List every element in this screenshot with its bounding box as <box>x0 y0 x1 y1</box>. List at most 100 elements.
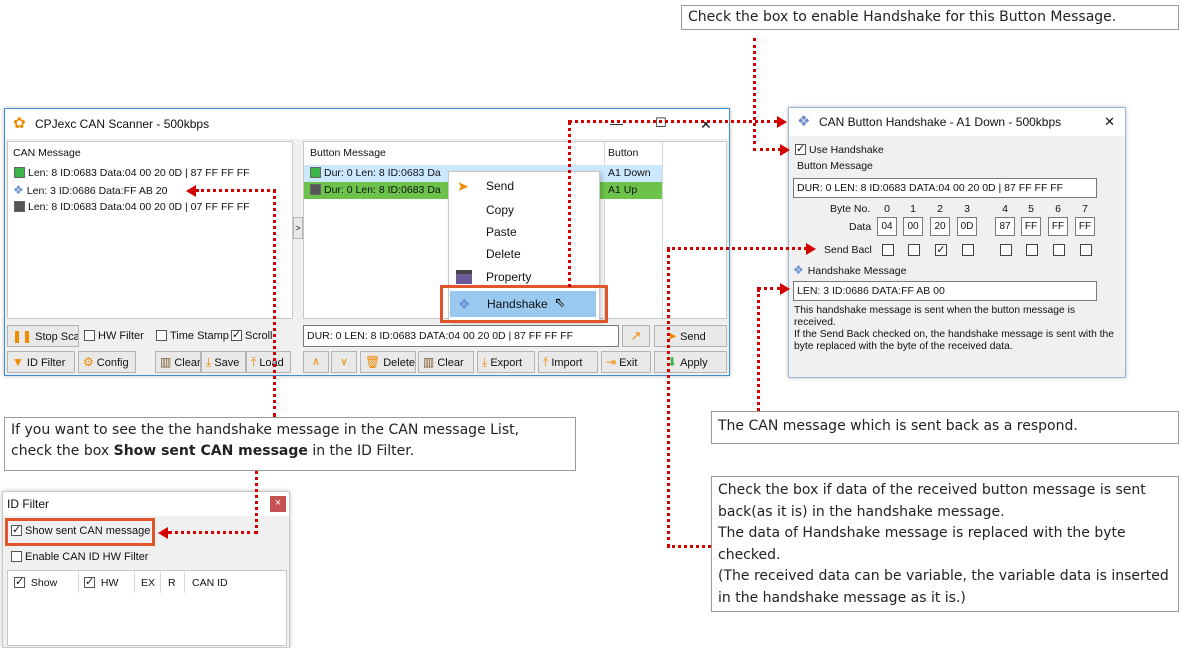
minimize-icon[interactable]: — <box>610 116 623 131</box>
data-byte-field[interactable]: FF <box>1075 217 1095 236</box>
stop-scan-button[interactable]: ❚❚Stop Scan <box>7 325 79 347</box>
clear-button[interactable]: ▥Clear <box>155 351 201 373</box>
connector-line <box>568 122 571 287</box>
enable-hw-filter-checkbox[interactable]: Enable CAN ID HW Filter <box>11 551 148 563</box>
use-handshake-checkbox[interactable]: Use Handshake <box>795 142 884 156</box>
config-button[interactable]: ⚙Config <box>78 351 136 373</box>
delete-button[interactable]: 🗑Delete <box>360 351 416 373</box>
callout-enable-handshake: Check the box to enable Handshake for th… <box>681 5 1179 30</box>
send-icon: ➤ <box>457 178 469 194</box>
save-button[interactable]: ⤓Save <box>201 351 246 373</box>
data-byte-field[interactable]: 87 <box>995 217 1015 236</box>
connector-arrow <box>780 283 790 295</box>
data-byte-field[interactable]: 0D <box>957 217 977 236</box>
curved-arrow-icon: ↗ <box>630 328 642 343</box>
send-back-checkbox[interactable] <box>962 244 974 256</box>
mouse-cursor-icon: ⇖ <box>554 294 566 310</box>
handshake-titlebar: ❖ CAN Button Handshake - A1 Down - 500kb… <box>789 108 1125 136</box>
handshake-message-field[interactable]: LEN: 3 ID:0686 DATA:FF AB 00 <box>793 281 1097 301</box>
hw-filter-checkbox[interactable]: HW Filter <box>84 330 144 342</box>
connector-line <box>168 531 258 534</box>
chevron-up-icon: ∧ <box>311 356 321 368</box>
connector-line <box>757 287 781 290</box>
clear-list-button[interactable]: ▥Clear <box>418 351 474 373</box>
exit-button[interactable]: ⇥Exit <box>601 351 651 373</box>
data-byte-field[interactable]: FF <box>1048 217 1068 236</box>
export-button[interactable]: ⤓Export <box>477 351 535 373</box>
menu-item-property[interactable]: Property <box>449 266 599 288</box>
byte-no-label: Byte No. <box>830 203 871 215</box>
download-icon: ⤓ <box>206 355 212 369</box>
load-button[interactable]: ⤒Load <box>246 351 291 373</box>
id-filter-table[interactable]: Show HW EX R CAN ID <box>7 570 287 646</box>
move-up-button[interactable]: ↗ <box>622 325 650 347</box>
send-back-checkbox[interactable] <box>1026 244 1038 256</box>
connector-line <box>568 120 778 123</box>
download-icon: ⤓ <box>482 355 488 369</box>
import-button[interactable]: ⤒Import <box>538 351 598 373</box>
menu-item-paste[interactable]: Paste <box>486 225 517 239</box>
can-message-list[interactable]: CAN Message Len: 8 ID:0683 Data:04 00 20… <box>7 141 293 319</box>
data-byte-field[interactable]: 04 <box>877 217 897 236</box>
apply-button[interactable]: ⬇Apply <box>654 351 727 373</box>
show-sent-frame <box>5 518 155 546</box>
column-show: Show <box>14 575 57 589</box>
scroll-checkbox[interactable]: Scroll <box>231 328 273 342</box>
button-message-field: DUR: 0 LEN: 8 ID:0683 DATA:04 00 20 0D |… <box>793 178 1097 198</box>
callout-id-filter-hint: If you want to see the the handshake mes… <box>4 417 576 471</box>
column-r: R <box>168 577 176 589</box>
collapse-handle[interactable]: > <box>293 217 303 239</box>
handshake-description: This handshake message is sent when the … <box>794 305 1114 352</box>
show-sent-checkbox[interactable]: Show sent CAN message <box>11 523 150 537</box>
data-byte-field[interactable]: FF <box>1021 217 1041 236</box>
down-button[interactable]: ∨ <box>331 351 357 373</box>
apply-icon: ⬇ <box>667 355 678 369</box>
handshake-dialog: ❖ CAN Button Handshake - A1 Down - 500kb… <box>788 107 1126 378</box>
column-hw: HW <box>84 575 118 589</box>
status-square-icon <box>310 167 321 178</box>
byte-number: 5 <box>1028 203 1034 215</box>
send-button[interactable]: ➤Send <box>654 325 727 347</box>
connector-line <box>757 289 760 411</box>
up-button[interactable]: ∧ <box>303 351 329 373</box>
pause-icon: ❚❚ <box>12 329 33 343</box>
close-icon[interactable]: ✕ <box>700 116 712 132</box>
time-stamp-checkbox[interactable]: Time Stamp <box>156 330 229 342</box>
send-back-checkbox[interactable] <box>908 244 920 256</box>
menu-item-handshake[interactable]: ❖Handshake ⇖ <box>450 291 596 317</box>
connector-line <box>273 189 276 417</box>
close-icon[interactable]: × <box>270 496 286 512</box>
id-filter-button[interactable]: ▼ID Filter <box>7 351 75 373</box>
data-byte-field[interactable]: 20 <box>930 217 950 236</box>
send-back-checkbox[interactable] <box>882 244 894 256</box>
connector-arrow <box>158 527 168 539</box>
filter-icon: ▼ <box>12 355 24 369</box>
list-item[interactable]: ❖Len: 3 ID:0686 Data:FF AB 20 <box>13 183 168 197</box>
list-item[interactable]: Len: 8 ID:0683 Data:04 00 20 0D | 07 FF … <box>8 199 292 216</box>
send-back-checkbox[interactable]: ✓ <box>935 244 947 256</box>
close-icon[interactable]: ✕ <box>1104 114 1115 129</box>
send-back-checkbox[interactable] <box>1000 244 1012 256</box>
gears-icon: ⚙ <box>83 355 94 369</box>
column-ex: EX <box>141 577 156 589</box>
can-scanner-window: ✿ CPJexc CAN Scanner - 500kbps — ☐ ✕ CAN… <box>4 108 730 376</box>
menu-item-send[interactable]: ➤Send <box>449 175 599 197</box>
send-message-field[interactable]: DUR: 0 LEN: 8 ID:0683 DATA:04 00 20 0D |… <box>303 325 619 347</box>
maximize-icon[interactable]: ☐ <box>655 115 667 130</box>
button-message-list[interactable]: Button Message Button Dur: 0 Len: 8 ID:0… <box>303 141 727 320</box>
upload-icon: ⤒ <box>543 355 549 369</box>
connector-line <box>667 247 807 250</box>
handshake-highlight-frame <box>440 285 608 323</box>
broom-icon: ▥ <box>160 355 172 369</box>
menu-item-delete[interactable]: Delete <box>486 247 521 261</box>
handshake-icon: ❖ <box>13 183 24 197</box>
byte-number: 7 <box>1082 203 1088 215</box>
data-byte-field[interactable]: 00 <box>903 217 923 236</box>
send-back-checkbox[interactable] <box>1080 244 1092 256</box>
send-back-checkbox[interactable] <box>1053 244 1065 256</box>
property-icon <box>456 270 472 284</box>
can-message-header: CAN Message <box>13 147 81 159</box>
list-item[interactable]: Len: 8 ID:0683 Data:04 00 20 0D | 87 FF … <box>8 165 292 182</box>
menu-item-copy[interactable]: Copy <box>486 203 515 217</box>
trash-icon: 🗑 <box>365 355 381 369</box>
